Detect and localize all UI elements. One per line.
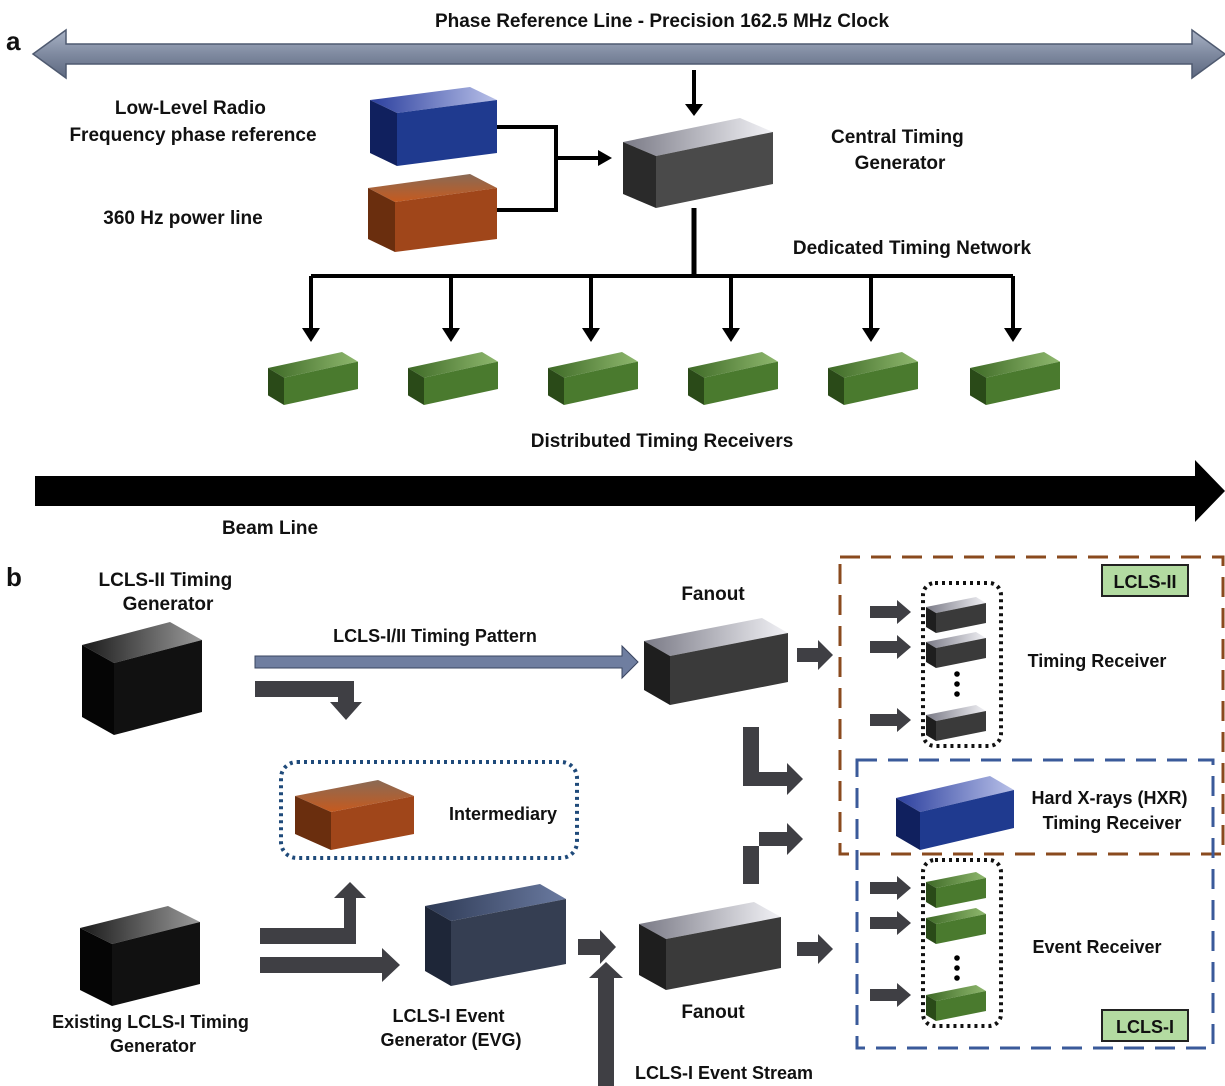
lcls2-badge: LCLS-II [1101, 564, 1189, 597]
arrow-fanout-to-hxr [743, 727, 803, 795]
receiver-input-arrow [870, 635, 911, 659]
drop-arrowhead [722, 328, 740, 342]
intermediary-box [295, 780, 414, 850]
drop-arrowhead [302, 328, 320, 342]
timing-pattern-arrow [254, 644, 639, 680]
arrow-to-evg [260, 948, 400, 982]
arrow-up-to-intermediary [260, 882, 366, 944]
power-line-box [368, 174, 497, 252]
timing-receiver-unit [926, 597, 986, 633]
timing-receiver-box [688, 352, 778, 405]
arrow-fanout-to-timing-receivers [797, 640, 833, 670]
timing-receiver-box [408, 352, 498, 405]
svg-text:LCLS-II: LCLS-II [1114, 572, 1177, 592]
intermediary-label: Intermediary [449, 804, 557, 824]
ctg-label: Central Timing Generator [831, 127, 969, 174]
event-stream-arrow [589, 962, 623, 1086]
timing-pattern-label: LCLS-I/II Timing Pattern [333, 626, 537, 646]
event-receiver-group [921, 858, 1003, 1028]
drop-arrowhead [442, 328, 460, 342]
receiver-input-arrow [870, 983, 911, 1007]
timing-receiver-box [548, 352, 638, 405]
arrow-phase-to-ctg [685, 104, 703, 116]
receiver-input-arrow [870, 876, 911, 900]
timing-receiver-unit [926, 705, 986, 741]
drop-arrowhead [582, 328, 600, 342]
timing-receiver-box [828, 352, 918, 405]
beam-line-label: Beam Line [222, 518, 318, 539]
distributed-receivers-label: Distributed Timing Receivers [531, 431, 794, 452]
lcls2-timing-generator-box [82, 622, 202, 735]
distributed-receivers [268, 352, 1060, 405]
receiver-drop-arrows [302, 276, 1022, 342]
hxr-timing-receiver-box [896, 776, 1014, 850]
timing-receiver-unit [926, 632, 986, 668]
arrow-fanout-to-event-receivers [797, 934, 833, 964]
hxr-label: Hard X-rays (HXR) Timing Receiver [1031, 788, 1192, 833]
drop-arrowhead [862, 328, 880, 342]
panel-b-label: b [6, 562, 22, 592]
evg-box [425, 884, 566, 986]
lcls1-badge: LCLS-I [1101, 1009, 1189, 1042]
event-receiver-label: Event Receiver [1032, 937, 1161, 957]
beam-line-arrow [35, 460, 1225, 522]
lcls1-frame [855, 758, 1215, 1050]
llrf-label: Low-Level Radio Frequency phase referenc… [69, 98, 316, 146]
svg-text:LCLS-I: LCLS-I [1116, 1017, 1174, 1037]
timing-network-label: Dedicated Timing Network [793, 238, 1032, 259]
fanout-top-label: Fanout [681, 584, 745, 605]
event-stream-label: LCLS-I Event Stream [635, 1063, 813, 1083]
arrow-into-ctg [598, 150, 612, 166]
receiver-input-arrow [870, 708, 911, 732]
event-receiver-unit [926, 985, 986, 1021]
power-line-label: 360 Hz power line [103, 208, 262, 229]
lcls2-frame [838, 555, 1225, 856]
event-receiver-unit [926, 908, 986, 944]
llrf-phase-reference-box [370, 87, 497, 166]
drop-arrowhead [1004, 328, 1022, 342]
timing-receiver-group [921, 581, 1003, 748]
receiver-input-arrow [870, 911, 911, 935]
timing-receiver-stack [870, 597, 986, 741]
fanout-bottom-label: Fanout [681, 1002, 745, 1023]
existing-generator-label: Existing LCLS-I Timing Generator [52, 1012, 254, 1056]
existing-lcls1-generator-box [80, 906, 200, 1006]
central-timing-generator-box [623, 118, 773, 208]
event-receiver-stack [870, 872, 986, 1021]
arrow-to-intermediary [255, 681, 362, 720]
timing-receiver-box [268, 352, 358, 405]
fanout-bottom-box [639, 902, 781, 990]
phase-reference-line [31, 28, 1225, 80]
arrow-evg-to-fanout [578, 930, 616, 964]
panel-a-label: a [6, 26, 21, 56]
event-receiver-unit [926, 872, 986, 908]
fanout-top-box [644, 618, 788, 705]
timing-receiver-label: Timing Receiver [1028, 651, 1167, 671]
lcls2-generator-label: LCLS-II Timing Generator [99, 570, 238, 615]
evg-label: LCLS-I Event Generator (EVG) [380, 1006, 521, 1050]
arrow-evg-fanout-to-hxr [743, 823, 803, 884]
timing-receiver-box [970, 352, 1060, 405]
receiver-input-arrow [870, 600, 911, 624]
phase-reference-label: Phase Reference Line - Precision 162.5 M… [435, 11, 890, 32]
